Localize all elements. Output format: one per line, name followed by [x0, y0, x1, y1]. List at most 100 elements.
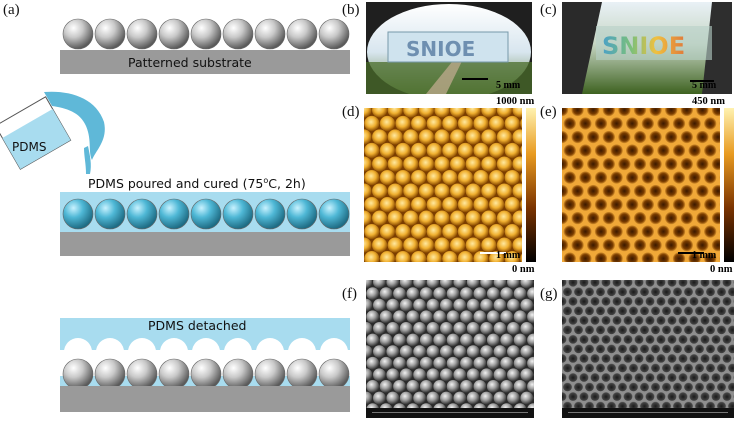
- sem-pit: [678, 315, 688, 325]
- sem-sphere: [399, 298, 413, 312]
- afm-pit: [665, 184, 678, 198]
- substrate-3: [60, 386, 350, 412]
- sem-pit: [612, 280, 622, 287]
- sem-sphere: [433, 356, 447, 370]
- sem-pit: [568, 280, 578, 287]
- afm-pit: [649, 108, 662, 117]
- afm-pit: [562, 157, 569, 171]
- afm-dome: [520, 253, 522, 262]
- sem-sphere: [373, 391, 386, 405]
- sem-sphere: [366, 391, 373, 405]
- sem-sphere: [386, 298, 400, 312]
- sem-sphere: [399, 280, 413, 289]
- afm-pit: [562, 108, 569, 117]
- sphere: [190, 198, 222, 230]
- sem-pit: [595, 325, 606, 335]
- sem-pit: [727, 344, 734, 354]
- sem-pit: [617, 305, 628, 316]
- afm-pit: [610, 117, 623, 130]
- sem-pit: [689, 372, 699, 382]
- afm-pit: [587, 184, 600, 198]
- sem-pit: [634, 353, 644, 363]
- sem-pit: [584, 363, 595, 373]
- sem-sphere: [486, 310, 500, 324]
- sem-pit: [645, 353, 655, 363]
- afm-dome: [434, 237, 450, 253]
- afm-dome: [426, 142, 442, 159]
- panel-label-d: (d): [342, 104, 360, 120]
- sem-pit: [661, 382, 672, 392]
- afm-dome: [450, 129, 466, 145]
- sem-pit: [650, 382, 661, 392]
- afm-dome: [379, 196, 395, 213]
- sem-pit: [689, 391, 699, 401]
- photo-b-scale: 5 mm: [496, 80, 521, 91]
- panel-label-a: (a): [3, 2, 20, 18]
- sem-pit: [606, 382, 617, 392]
- sem-pit: [639, 344, 650, 354]
- afm-pit: [641, 171, 654, 184]
- afm-dome: [504, 142, 520, 159]
- sem-pit: [683, 286, 694, 297]
- afm-pit: [688, 252, 701, 262]
- afm-pit: [641, 225, 654, 238]
- sem-pit: [689, 315, 699, 325]
- sem-sphere: [473, 287, 487, 301]
- afm-dome: [465, 183, 481, 199]
- afm-pit: [618, 130, 631, 144]
- sphere: [222, 358, 254, 390]
- afm-dome: [364, 210, 372, 226]
- sem-pit: [661, 344, 672, 354]
- sem-pit: [634, 372, 644, 382]
- sem-sphere: [446, 380, 460, 393]
- afm-dome: [465, 156, 481, 172]
- sem-pit: [612, 372, 622, 382]
- afm-pit: [571, 157, 584, 171]
- sem-pit: [678, 296, 688, 306]
- afm-dome: [395, 251, 411, 262]
- afm-dome: [411, 251, 427, 262]
- afm-d-scale: 1 mm: [496, 250, 521, 261]
- sphere: [286, 358, 318, 390]
- sem-sphere: [366, 356, 380, 370]
- afm-pit: [618, 238, 631, 252]
- sem-sphere: [493, 280, 507, 289]
- afm-pit: [680, 184, 693, 198]
- afm-pit: [594, 225, 608, 238]
- sem-pit: [716, 382, 727, 392]
- sphere: [94, 358, 126, 390]
- afm-pit: [571, 184, 584, 198]
- sem-sphere: [500, 310, 514, 324]
- sem-pit: [584, 305, 595, 316]
- afm-dome: [512, 108, 522, 118]
- sem-pit: [694, 325, 705, 335]
- afm-pit: [711, 108, 720, 117]
- pdms-hole: [256, 338, 284, 366]
- afm-dome: [457, 223, 473, 240]
- sem-pit: [700, 334, 710, 344]
- afm-dome: [504, 169, 520, 186]
- afm-dome: [434, 156, 450, 172]
- sem-pit: [672, 382, 683, 392]
- sphere: [158, 358, 190, 390]
- sem-pit: [606, 325, 617, 335]
- sem-sphere: [480, 298, 493, 312]
- afm-dome: [372, 210, 388, 226]
- sem-sphere: [460, 356, 473, 370]
- sem-sphere: [386, 368, 400, 382]
- afm-dome: [372, 108, 388, 118]
- sem-sphere: [440, 391, 453, 405]
- afm-dome: [364, 108, 372, 118]
- sem-pit: [579, 372, 589, 382]
- afm-dome: [457, 251, 473, 262]
- sphere: [318, 358, 350, 390]
- sphere: [158, 18, 190, 50]
- sem-pit: [562, 344, 573, 354]
- afm-pit: [672, 117, 686, 130]
- pdms-hole: [224, 338, 252, 366]
- afm-pit: [618, 157, 631, 171]
- afm-pit: [672, 225, 686, 238]
- sem-pit: [628, 286, 639, 297]
- afm-dome: [403, 129, 419, 145]
- afm-pit: [563, 225, 576, 238]
